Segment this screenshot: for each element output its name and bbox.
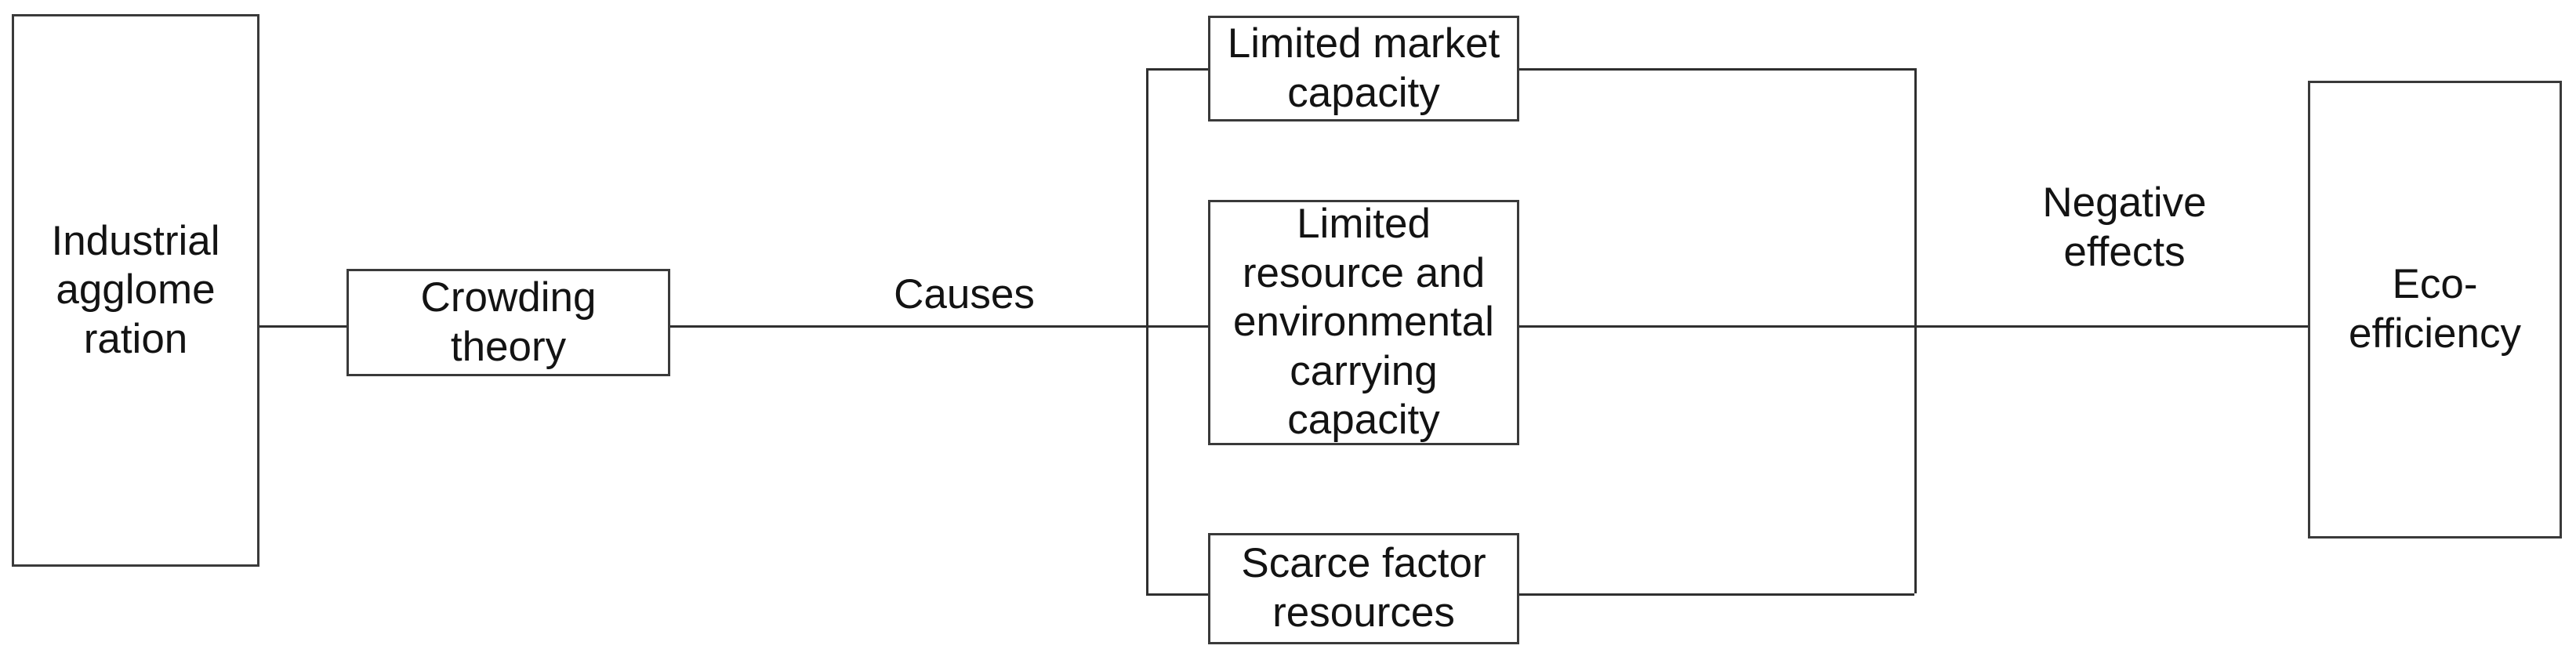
node-limited-resource-environmental-carrying-capacity[interactable]: Limited resource and environmental carry… (1208, 200, 1519, 445)
connector-industrial-to-crowding (259, 325, 346, 328)
node-crowding-theory-label: Crowding theory (420, 274, 597, 370)
left-bracket-arm-middle (1146, 325, 1208, 328)
edge-label-negative-effects: Negative effects (2042, 180, 2207, 275)
node-industrial-agglomeration-label: Industrial agglome ration (51, 217, 220, 362)
node-scarce-factor-resources-label: Scarce factor resources (1241, 540, 1486, 636)
right-bracket-arm-top (1519, 68, 1914, 71)
node-limited-market-capacity-label: Limited market capacity (1227, 20, 1500, 116)
left-bracket-spine (1146, 68, 1148, 593)
node-limited-market-capacity[interactable]: Limited market capacity (1208, 16, 1519, 121)
edge-label-causes: Causes (894, 271, 1035, 317)
node-eco-efficiency[interactable]: Eco- efficiency (2308, 81, 2562, 539)
node-eco-efficiency-label: Eco- efficiency (2349, 261, 2521, 357)
left-bracket-arm-top (1146, 68, 1208, 71)
connector-bracket-to-eco-efficiency (1914, 325, 2308, 328)
node-limited-resource-environmental-carrying-capacity-label: Limited resource and environmental carry… (1233, 201, 1494, 444)
right-bracket-spine (1914, 68, 1917, 593)
connector-crowding-to-causes-bracket (670, 325, 1146, 328)
left-bracket-arm-bottom (1146, 593, 1208, 596)
right-bracket-arm-bottom (1519, 593, 1914, 596)
node-crowding-theory[interactable]: Crowding theory (346, 269, 670, 376)
node-industrial-agglomeration[interactable]: Industrial agglome ration (12, 14, 259, 567)
right-bracket-arm-middle (1519, 325, 1914, 328)
node-scarce-factor-resources[interactable]: Scarce factor resources (1208, 533, 1519, 644)
